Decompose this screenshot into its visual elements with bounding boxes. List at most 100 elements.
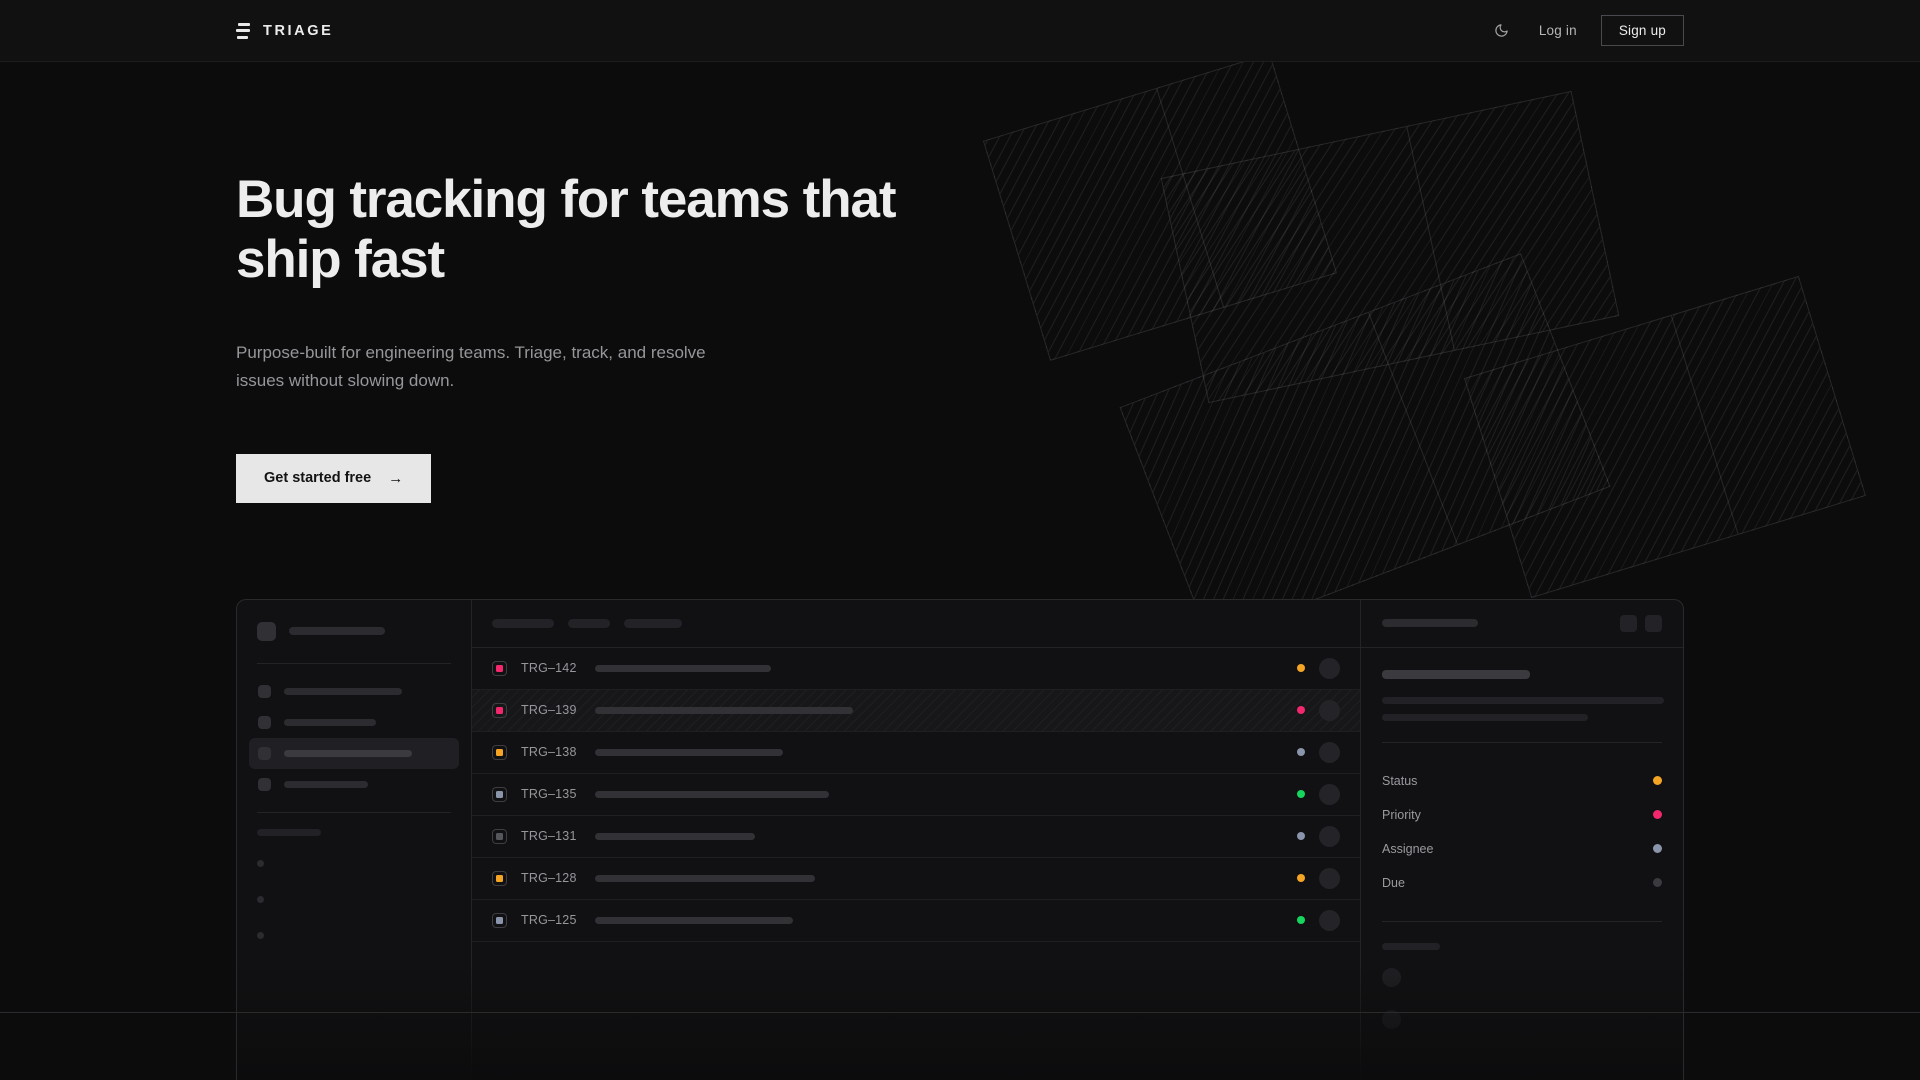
sidebar-item-label <box>284 780 368 788</box>
sidebar-item-icon <box>258 777 271 791</box>
sidebar-item-1[interactable] <box>249 707 459 738</box>
issue-title-placeholder <box>595 874 815 882</box>
issue-row-meta <box>1297 867 1340 889</box>
detail-meta-label: Due <box>1382 875 1405 890</box>
issue-id: TRG–128 <box>521 871 577 886</box>
activity-section-label <box>1382 942 1440 950</box>
sidebar-item-label <box>284 749 412 757</box>
issue-title-placeholder <box>595 832 755 840</box>
sidebar-nav-list <box>237 664 471 812</box>
issue-status-dot <box>1297 706 1305 715</box>
nav-actions: Log in Sign up <box>1489 15 1684 46</box>
issue-assignee-avatar <box>1319 909 1340 931</box>
sidebar-section-label <box>257 828 321 836</box>
issue-status-dot <box>1297 664 1305 673</box>
activity-avatar <box>1382 1009 1401 1029</box>
signup-button[interactable]: Sign up <box>1600 15 1684 46</box>
brand-name: TRIAGE <box>263 22 334 39</box>
issue-row[interactable]: TRG–125 <box>472 900 1360 942</box>
sidebar-item-label <box>284 687 402 695</box>
issue-assignee-avatar <box>1319 783 1340 805</box>
issue-row[interactable]: TRG–135 <box>472 774 1360 816</box>
issue-row-meta <box>1297 657 1340 679</box>
issue-list-toolbar <box>472 600 1360 648</box>
workspace-name-placeholder <box>289 627 385 636</box>
activity-avatars <box>1382 967 1662 1029</box>
issue-row-meta <box>1297 699 1340 721</box>
top-navigation-bar: TRIAGE Log in Sign up <box>0 0 1920 62</box>
toolbar-chip-0[interactable] <box>492 618 554 628</box>
sidebar-sub-item[interactable] <box>257 859 264 867</box>
moon-icon[interactable] <box>1489 18 1515 44</box>
get-started-button[interactable]: Get started free → <box>236 453 432 503</box>
detail-action-button-0[interactable] <box>1620 614 1637 632</box>
issue-type-badge <box>492 702 507 718</box>
issue-title-placeholder <box>595 664 771 672</box>
mockup-sidebar <box>237 599 472 1080</box>
sidebar-divider-bottom <box>257 811 451 813</box>
detail-meta-status[interactable]: Status <box>1382 764 1662 798</box>
hero-subtitle: Purpose-built for engineering teams. Tri… <box>236 342 706 391</box>
sidebar-sub-item[interactable] <box>257 895 264 903</box>
sidebar-item-3[interactable] <box>249 769 459 800</box>
issue-title-placeholder <box>595 748 783 756</box>
sidebar-divider-top <box>257 662 451 664</box>
issue-id: TRG–135 <box>521 787 577 802</box>
page-bottom-divider <box>0 1012 1920 1013</box>
detail-meta-value-dot <box>1653 776 1662 786</box>
issue-row[interactable]: TRG–139 <box>472 689 1360 732</box>
issue-type-badge <box>492 786 507 802</box>
arrow-right-icon: → <box>388 469 404 487</box>
detail-meta-value-dot <box>1653 844 1662 854</box>
issue-row[interactable]: TRG–138 <box>472 732 1360 774</box>
workspace-avatar <box>257 621 276 641</box>
activity-avatar <box>1382 967 1401 987</box>
detail-description-line <box>1382 696 1664 704</box>
sidebar-workspace-header[interactable] <box>237 600 471 663</box>
issue-row[interactable]: TRG–131 <box>472 816 1360 858</box>
issue-assignee-avatar <box>1319 867 1340 889</box>
issue-row[interactable]: TRG–128 <box>472 858 1360 900</box>
sidebar-item-0[interactable] <box>249 676 459 707</box>
issue-id: TRG–125 <box>521 913 577 928</box>
detail-title-placeholder <box>1382 669 1530 679</box>
stacked-bars-icon <box>236 22 250 39</box>
get-started-label: Get started free <box>264 470 372 487</box>
issue-status-dot <box>1297 916 1305 925</box>
issue-row-meta <box>1297 825 1340 847</box>
detail-action-buttons <box>1620 614 1662 632</box>
issue-status-dot <box>1297 832 1305 841</box>
detail-meta-assignee[interactable]: Assignee <box>1382 832 1662 866</box>
toolbar-chip-1[interactable] <box>568 618 610 628</box>
issue-row[interactable]: TRG–142 <box>472 648 1360 690</box>
detail-description-line <box>1382 713 1588 721</box>
detail-description-placeholder <box>1382 696 1664 721</box>
issue-id: TRG–138 <box>521 745 577 760</box>
sidebar-item-2[interactable] <box>249 737 459 769</box>
issue-type-badge <box>492 912 507 928</box>
detail-meta-value-dot <box>1653 878 1662 888</box>
hero-section: Bug tracking for teams that ship fast Pu… <box>0 62 1920 1080</box>
issue-type-badge <box>492 660 507 676</box>
issue-assignee-avatar <box>1319 741 1340 763</box>
detail-meta-label: Assignee <box>1382 841 1434 856</box>
issue-status-dot <box>1297 790 1305 799</box>
detail-meta-due[interactable]: Due <box>1382 866 1662 900</box>
login-link[interactable]: Log in <box>1538 23 1577 38</box>
sidebar-item-icon <box>258 684 271 698</box>
issue-row-meta <box>1297 741 1340 763</box>
detail-action-button-1[interactable] <box>1645 614 1662 632</box>
brand-logo[interactable]: TRIAGE <box>236 22 334 39</box>
issue-assignee-avatar <box>1319 825 1340 847</box>
issue-title-placeholder <box>595 790 829 798</box>
toolbar-chip-2[interactable] <box>624 618 682 628</box>
detail-meta-priority[interactable]: Priority <box>1382 798 1662 832</box>
sidebar-sub-item[interactable] <box>257 931 264 939</box>
issue-status-dot <box>1297 874 1305 883</box>
detail-breadcrumb-placeholder <box>1382 619 1478 628</box>
